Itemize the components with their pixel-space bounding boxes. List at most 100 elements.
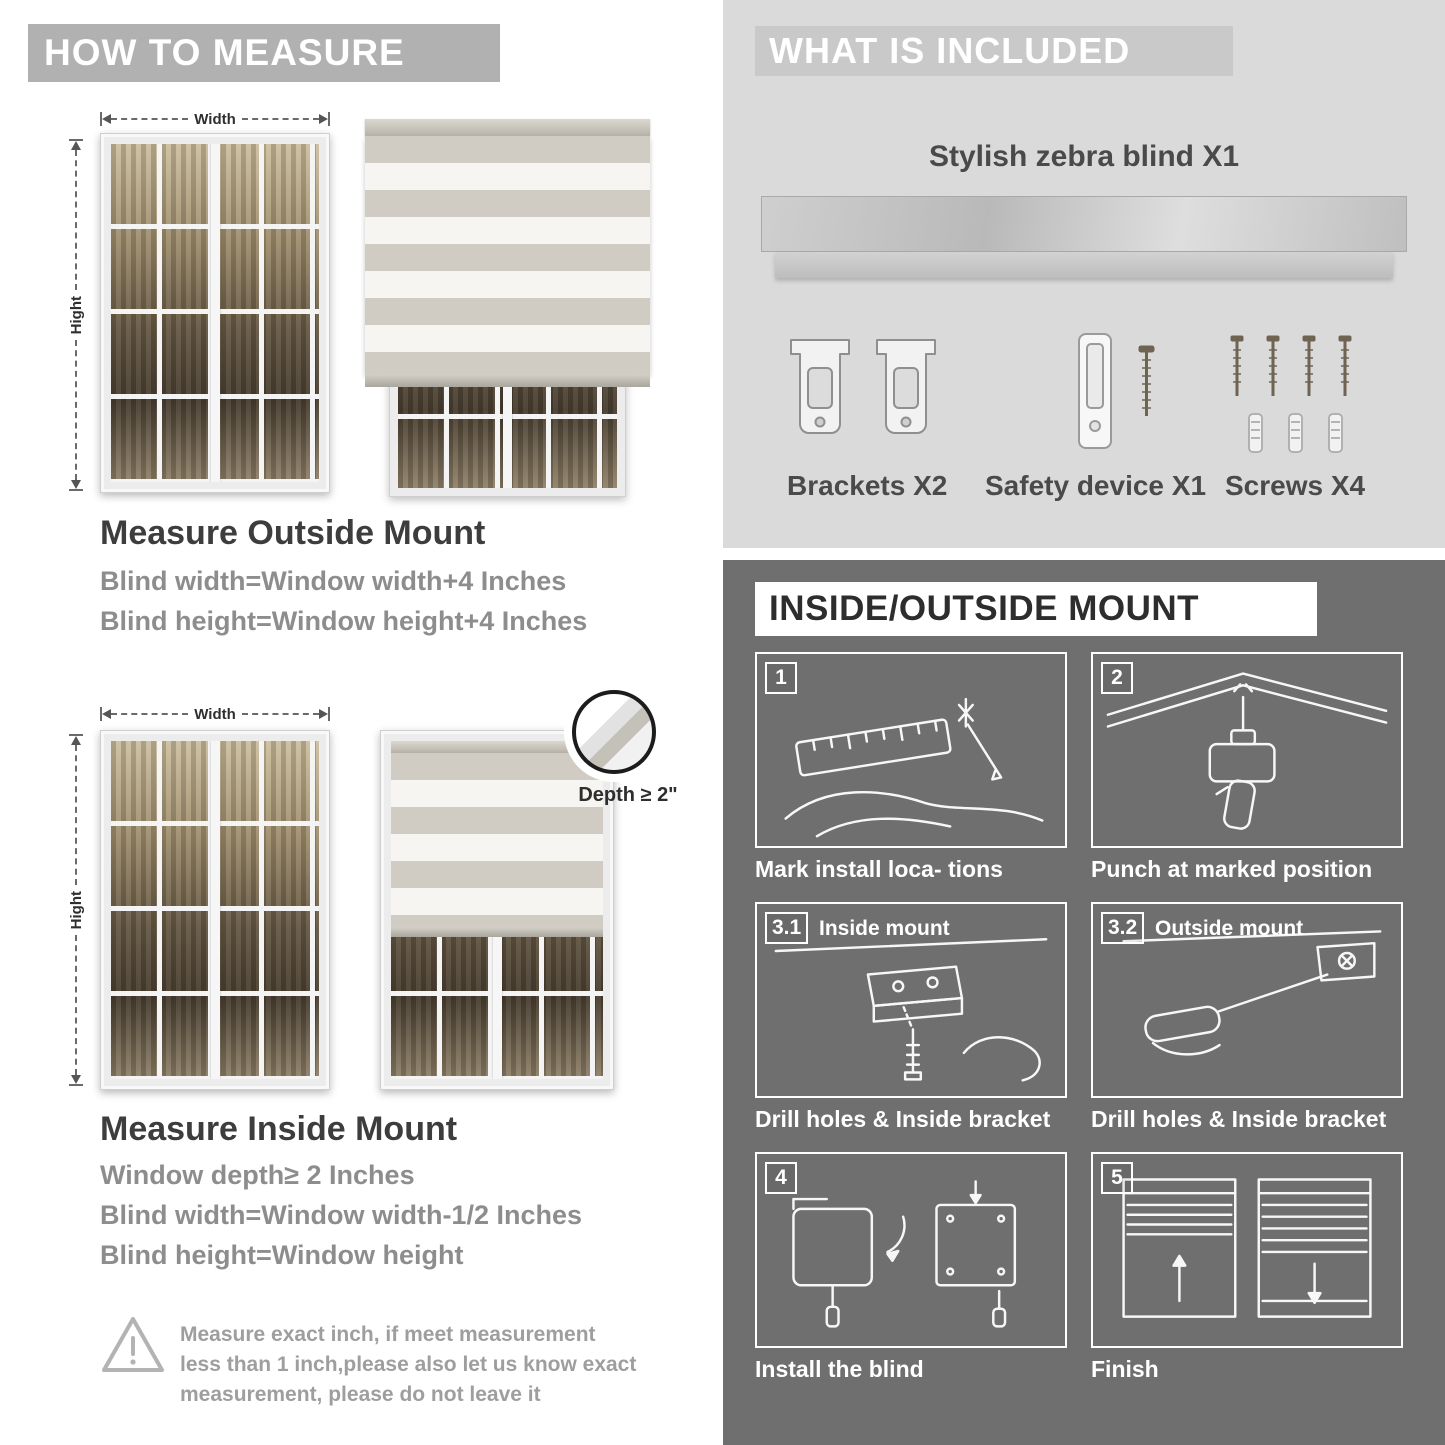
step-3-1-caption: Drill holes & Inside bracket <box>755 1106 1051 1132</box>
safety-device-icon <box>1043 328 1193 463</box>
blind-fabric-stripes <box>391 753 603 928</box>
step-2-caption: Punch at marked position <box>1091 856 1373 882</box>
step-4-caption: Install the blind <box>755 1356 924 1382</box>
step-title: Inside mount <box>819 917 950 940</box>
arrow-line <box>111 713 189 715</box>
blind-bottom-rail <box>365 374 650 387</box>
width-label: Width <box>194 110 236 128</box>
height-arrow: Hight <box>67 139 85 492</box>
window-center-divider <box>210 741 220 1079</box>
arrow-line <box>75 745 77 885</box>
arrow-head-down-icon <box>71 1075 81 1085</box>
blind-headrail-image <box>761 196 1407 252</box>
arrow-head-left-icon <box>102 114 111 124</box>
arrow-tick <box>100 707 102 721</box>
zebra-blind <box>365 119 650 387</box>
how-to-measure-header: HOW TO MEASURE <box>28 24 500 82</box>
step-5-caption: Finish <box>1091 1356 1159 1382</box>
step-number-badge: 2 <box>1101 662 1133 694</box>
depth-label: Depth ≥ 2" <box>578 784 678 806</box>
brackets-label: Brackets X2 <box>787 470 948 501</box>
inside-width-formula: Blind width=Window width-1/2 Inches <box>100 1200 583 1230</box>
outside-height-formula: Blind height=Window height+4 Inches <box>100 606 588 636</box>
arrow-line <box>241 118 320 120</box>
step-number-badge: 4 <box>765 1162 797 1194</box>
window-center-divider <box>210 144 220 482</box>
width-arrow: Width <box>100 705 331 723</box>
arrow-line <box>75 935 77 1076</box>
arrow-tick <box>328 112 331 126</box>
step-5-illustration <box>1122 1178 1372 1318</box>
outside-mount-title: Measure Outside Mount <box>100 514 486 552</box>
arrow-tick <box>69 489 83 492</box>
step-panel-3-2: 3.2 Outside mount <box>1091 902 1403 1098</box>
outside-width-formula: Blind width=Window width+4 Inches <box>100 566 567 596</box>
screws-label: Screws X4 <box>1225 470 1366 501</box>
blind-bottom-rail <box>391 927 603 938</box>
inside-mounted-blind-illustration <box>380 730 614 1090</box>
arrow-tick <box>328 707 331 721</box>
arrow-tick <box>100 112 102 126</box>
step-1-caption: Mark install loca- tions <box>755 856 1003 882</box>
inside-depth-requirement: Window depth≥ 2 Inches <box>100 1160 415 1190</box>
brackets-icon <box>781 330 951 460</box>
blind-headrail <box>391 741 603 753</box>
warning-triangle-icon <box>100 1314 166 1376</box>
mount-instructions-section: INSIDE/OUTSIDE MOUNT 1 2 <box>723 560 1445 1445</box>
depth-detail-magnifier <box>572 690 656 774</box>
arrow-line <box>111 118 189 120</box>
height-label: Hight <box>67 295 85 335</box>
blind-fabric-stripes <box>365 136 650 374</box>
blind-valance-image <box>775 252 1393 278</box>
inside-height-formula: Blind height=Window height <box>100 1240 464 1270</box>
measurement-warning-text: Measure exact inch, if meet measurement … <box>180 1323 637 1406</box>
what-is-included-header: WHAT IS INCLUDED <box>755 26 1233 76</box>
step-panel-2: 2 <box>1091 652 1403 848</box>
step-number-badge: 3.1 <box>765 912 809 944</box>
inside-mount-illustrations: Width Hight <box>60 690 720 1100</box>
step-panel-4: 4 <box>755 1152 1067 1348</box>
arrow-head-right-icon <box>319 709 329 719</box>
step-3-2-caption: Drill holes & Inside bracket <box>1091 1106 1387 1132</box>
step-3-2-illustration <box>1122 930 1382 1056</box>
step-number-badge: 3.2 <box>1101 912 1145 944</box>
step-panel-1: 1 <box>755 652 1067 848</box>
bare-window-illustration <box>100 133 330 493</box>
window-inner <box>111 741 319 1079</box>
what-is-included-section: WHAT IS INCLUDED Stylish zebra blind X1 <box>723 0 1445 548</box>
safety-device-label: Safety device X1 <box>985 470 1207 501</box>
width-arrow: Width <box>100 110 331 128</box>
inside-mount-title: Measure Inside Mount <box>100 1110 458 1148</box>
step-4-illustration <box>792 1180 1017 1328</box>
mount-section-header: INSIDE/OUTSIDE MOUNT <box>755 582 1317 636</box>
arrow-tick <box>69 139 83 141</box>
outside-mount-illustrations: Width Hight <box>60 105 700 505</box>
arrow-head-right-icon <box>319 114 329 124</box>
zebra-blind <box>391 741 603 938</box>
arrow-line <box>75 340 77 481</box>
arrow-line <box>241 713 320 715</box>
step-number-badge: 1 <box>765 662 797 694</box>
step-title: Outside mount <box>1155 917 1304 940</box>
arrow-line <box>75 150 77 290</box>
arrow-head-left-icon <box>102 709 111 719</box>
step-1-illustration <box>784 697 1044 838</box>
step-panel-5: 5 <box>1091 1152 1403 1348</box>
blind-headrail <box>365 119 650 136</box>
arrow-tick <box>69 734 83 736</box>
arrow-tick <box>69 1084 83 1087</box>
bare-window-illustration <box>100 730 330 1090</box>
step-2-illustration <box>1106 672 1388 830</box>
step-number-badge: 5 <box>1101 1162 1133 1194</box>
outside-mounted-blind-illustration <box>365 119 650 497</box>
width-label: Width <box>194 705 236 723</box>
product-name: Stylish zebra blind X1 <box>928 140 1240 173</box>
arrow-head-up-icon <box>71 736 81 745</box>
arrow-head-up-icon <box>71 141 81 150</box>
window-inner <box>111 144 319 482</box>
arrow-head-down-icon <box>71 480 81 490</box>
step-panel-3-1: 3.1 Inside mount <box>755 902 1067 1098</box>
height-label: Hight <box>67 890 85 930</box>
step-3-1-illustration <box>774 938 1048 1082</box>
